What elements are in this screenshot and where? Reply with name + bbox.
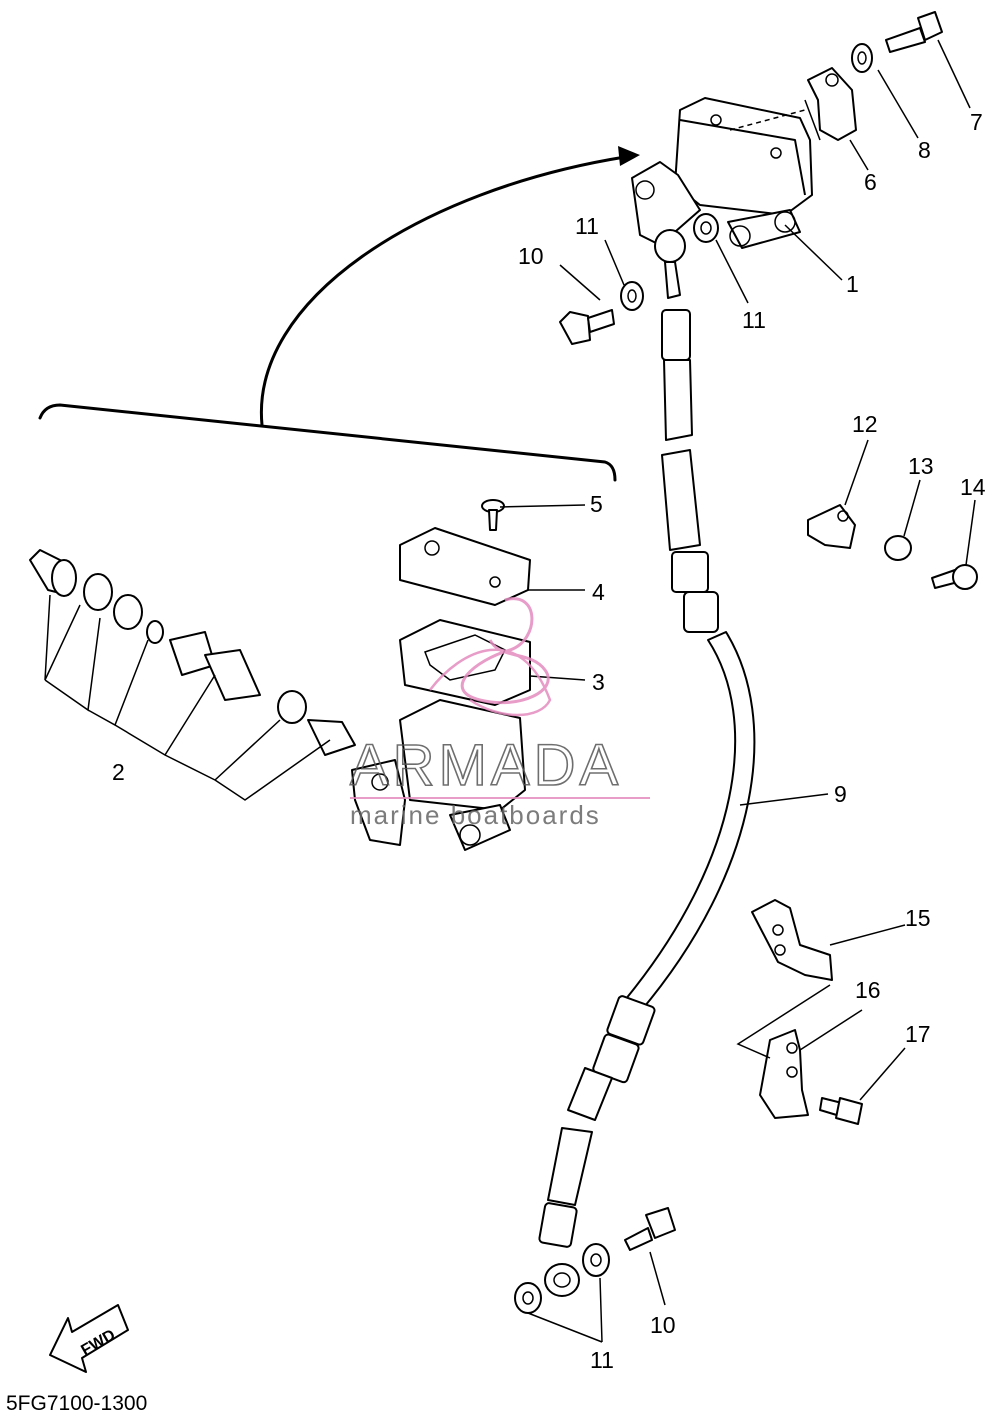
exploded-cylinder-body [351, 699, 526, 851]
callout-16: 16 [855, 977, 881, 1003]
callout-6: 6 [864, 169, 877, 195]
hose-clamp-12 [807, 504, 856, 549]
callout-7: 7 [970, 109, 983, 135]
crush-washer-top-right [693, 213, 719, 243]
callout-10-top: 10 [518, 243, 544, 269]
bracket-16 [759, 1029, 809, 1119]
exploded-view-arrow [38, 146, 640, 482]
callout-15: 15 [905, 905, 931, 931]
bracket-15 [751, 899, 833, 981]
callout-4: 4 [592, 579, 605, 605]
bolt-17 [819, 1097, 863, 1125]
brake-hose [538, 229, 756, 1297]
bracket-link-line [736, 984, 831, 1059]
bolt-7 [885, 11, 943, 53]
screw-5 [481, 499, 505, 531]
callout-12: 12 [852, 411, 878, 437]
callout-11-bottom: 11 [590, 1347, 614, 1373]
watermark: ARMADA marine boatboards [349, 597, 650, 830]
watermark-logo-icon [429, 597, 552, 717]
callout-8: 8 [918, 137, 931, 163]
callout-10-bottom: 10 [650, 1312, 676, 1338]
washer-8 [851, 43, 873, 73]
crush-washer-bottom-left [514, 1282, 542, 1314]
banjo-bolt-bottom [624, 1207, 676, 1251]
leader-lines [499, 39, 976, 1343]
crush-washer-top-left [620, 281, 644, 311]
crush-washer-bottom-right [582, 1243, 610, 1277]
callout-13: 13 [908, 453, 934, 479]
callout-1: 1 [846, 271, 859, 297]
piston-kit-2 [29, 549, 356, 801]
screw-14 [931, 564, 978, 590]
watermark-brand: ARMADA [350, 733, 622, 798]
callout-3: 3 [592, 669, 605, 695]
callout-17: 17 [905, 1021, 931, 1047]
banjo-bolt-top [559, 309, 615, 345]
fwd-arrow-icon: FWD [49, 1304, 129, 1373]
callout-9: 9 [834, 781, 847, 807]
collar-13 [884, 535, 912, 561]
master-cylinder-assembly [631, 97, 813, 249]
clamp-bracket [804, 67, 857, 141]
reservoir-cap-4 [399, 527, 531, 606]
callout-5: 5 [590, 491, 603, 517]
callout-2: 2 [112, 759, 125, 785]
diaphragm-3 [399, 619, 531, 706]
diagram-code: 5FG7100-1300 [6, 1392, 147, 1415]
watermark-tagline: marine boatboards [350, 800, 601, 830]
callout-11-top-right: 11 [742, 307, 766, 333]
callout-14: 14 [960, 474, 986, 500]
callout-11-top-left: 11 [575, 213, 599, 239]
